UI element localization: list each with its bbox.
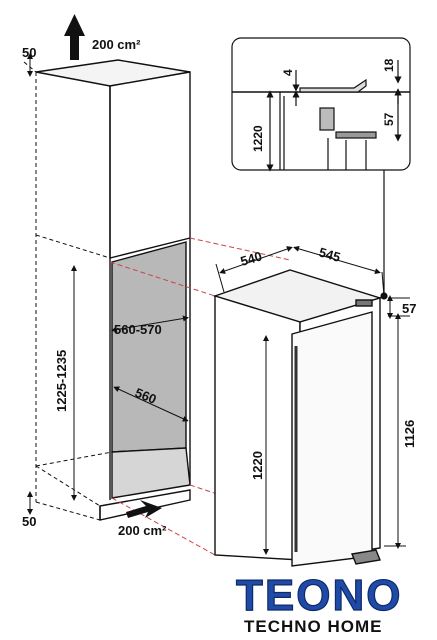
logo-tagline: TECHNO HOME: [244, 617, 383, 636]
dim-line-niche-depth: [113, 386, 189, 422]
dim-line-540: [219, 246, 293, 274]
fridge-door: [291, 311, 373, 567]
label-detail-57: 57: [382, 112, 396, 126]
dim-line-niche-width: [111, 315, 189, 333]
niche-back-wall: [111, 241, 187, 453]
label-top-gap: 50: [22, 45, 36, 60]
fridge-side: [214, 295, 301, 561]
label-appliance-height: 1126: [402, 420, 417, 448]
label-appliance-top: 57: [402, 301, 416, 316]
vent-arrow-in: [126, 500, 162, 518]
label-appliance-width: 540: [239, 248, 264, 268]
cabinet-dashed-outline: [23, 61, 113, 521]
label-appliance-depth: 545: [317, 244, 342, 264]
detail-callout: [231, 37, 411, 300]
label-detail-4: 4: [281, 69, 295, 76]
label-niche-height: 1225-1235: [54, 350, 69, 412]
cabinet: [35, 59, 191, 521]
fridge-feet: [351, 549, 381, 565]
fridge-bracket: [355, 299, 373, 307]
label-vent-bottom: 200 cm²: [118, 523, 167, 538]
label-vent-top: 200 cm²: [92, 37, 141, 52]
vent-arrow-up: [64, 14, 85, 60]
label-bottom-gap: 50: [22, 514, 36, 529]
teono-logo: TEONO TECHNO HOME: [235, 570, 402, 636]
dim-line-545: [293, 245, 381, 275]
cabinet-upper-front: [109, 71, 191, 259]
logo-name: TEONO: [236, 571, 402, 620]
label-install-height: 1220: [250, 451, 265, 480]
label-detail-18: 18: [382, 58, 396, 72]
niche-floor: [111, 447, 191, 499]
label-detail-1220: 1220: [251, 125, 265, 152]
fridge: [212, 269, 383, 567]
label-niche-width: 560-570: [114, 322, 162, 337]
